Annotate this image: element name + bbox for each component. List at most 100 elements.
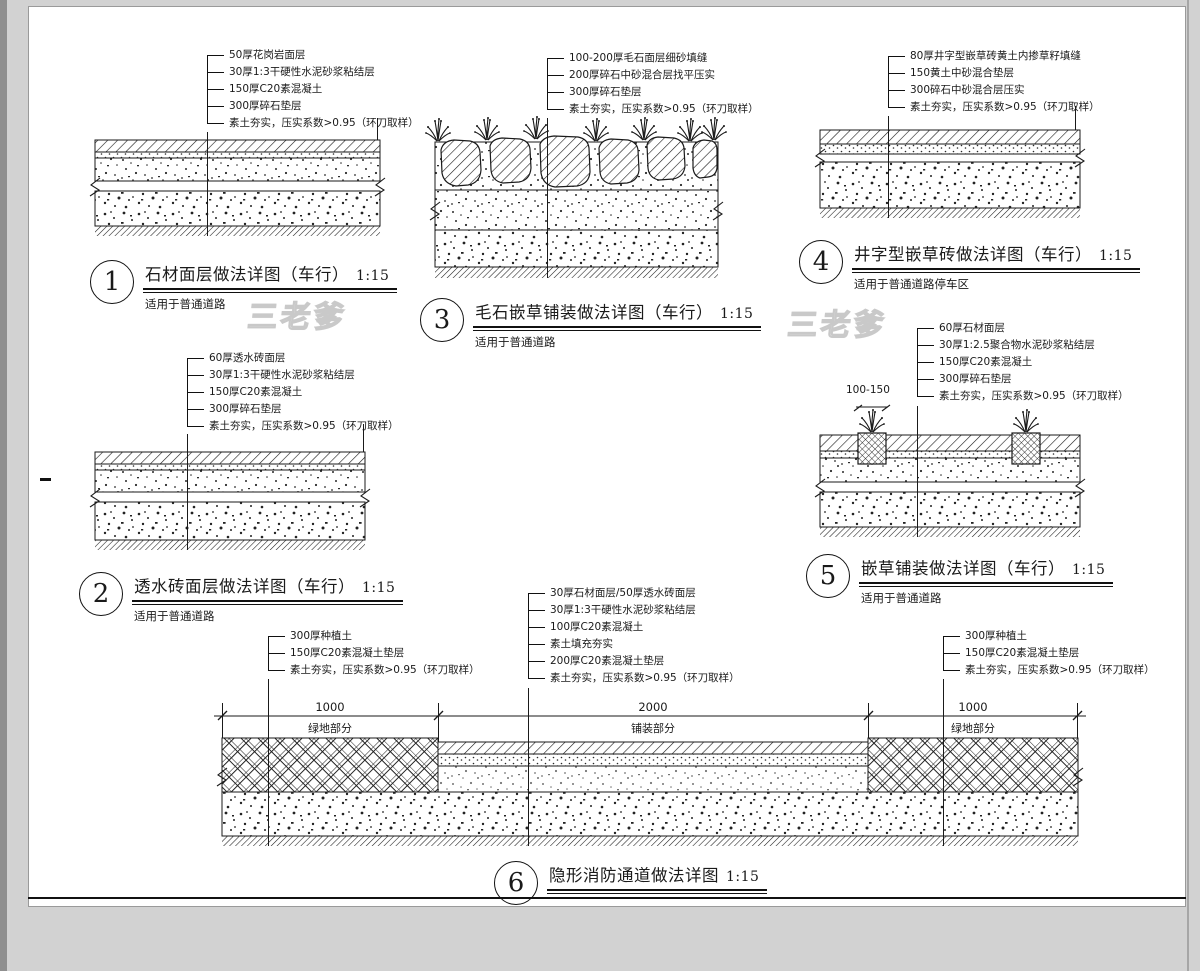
callout-text: 30厚1:3干硬性水泥砂浆粘结层 [229,66,375,78]
title-underline [143,288,398,293]
callout-list-detail-1: 50厚花岗岩面层 30厚1:3干硬性水泥砂浆粘结层 150厚C20素混凝土 300厚碎… [207,47,419,132]
title-underline [547,889,768,894]
detail-title-4: 4 井字型嵌草砖做法详图（车行）1:15 适用于普通道路停车区 [799,240,1141,292]
callout-row: 30厚1:2.5聚合物水泥砂浆粘结层 [917,337,1129,354]
detail-number-bubble: 5 [806,554,850,598]
detail-2-section [89,424,371,550]
title-subtitle: 适用于普通道路 [145,297,226,311]
callout-text: 300厚碎石垫层 [569,86,642,98]
callout-row: 素土夯实，压实系数>0.95（环刀取样） [207,115,419,132]
callout-list-detail-4: 80厚井字型嵌草砖黄土内掺草籽填缝 150黄土中砂混合垫层 300碎石中砂混合层压实… [888,48,1100,116]
callout-text: 300厚碎石垫层 [209,403,282,415]
title-text: 隐形消防通道做法详图 [549,866,719,885]
callout-text: 300碎石中砂混合层压实 [910,84,1025,96]
title-underline [852,268,1141,273]
detail-title-2: 2 透水砖面层做法详图（车行）1:15 适用于普通道路 [79,572,404,624]
detail-1-section [89,118,386,236]
callout-row: 150厚C20素混凝土垫层 [943,645,1155,662]
callout-text: 30厚石材面层/50厚透水砖面层 [550,587,696,599]
detail-4-section [814,106,1086,218]
callout-text: 300厚种植土 [965,630,1028,642]
callout-text: 50厚花岗岩面层 [229,49,306,61]
callout-row: 150厚C20素混凝土 [187,384,399,401]
title-underline [132,600,404,605]
detail-title-1: 1 石材面层做法详图（车行）1:15 适用于普通道路 [90,260,398,312]
callout-row: 300厚碎石垫层 [917,371,1129,388]
callout-row: 150厚C20素混凝土 [917,354,1129,371]
title-underline [859,582,1114,587]
callout-text: 150厚C20素混凝土 [209,386,303,398]
callout-row: 300厚种植土 [268,628,480,645]
detail-title-5: 5 嵌草铺装做法详图（车行）1:15 适用于普通道路 [806,554,1114,606]
callout-text: 300厚碎石垫层 [229,100,302,112]
callout-row: 300碎石中砂混合层压实 [888,82,1100,99]
callout-text: 300厚碎石垫层 [939,373,1012,385]
callout-list-detail-6-right: 300厚种植土 150厚C20素混凝土垫层素土夯实，压实系数>0.95（环刀取样） [943,628,1155,679]
callout-list-detail-2: 60厚透水砖面层 30厚1:3干硬性水泥砂浆粘结层 150厚C20素混凝土 300厚碎… [187,350,399,435]
title-scale: 1:15 [362,580,396,596]
callout-text: 60厚透水砖面层 [209,352,286,364]
callout-text: 200厚C20素混凝土垫层 [550,655,665,667]
watermark: 三老爹 [245,299,349,335]
callout-text: 300厚种植土 [290,630,353,642]
detail-number-bubble: 1 [90,260,134,304]
title-subtitle: 适用于普通道路 [861,591,942,605]
title-scale: 1:15 [1099,248,1133,264]
zone-label-green-left: 绿地部分 [308,722,352,735]
callout-text: 素土夯实，压实系数>0.95（环刀取样） [910,101,1100,113]
dimension-1000-right: 1000 [958,700,988,714]
callout-row: 100厚C20素混凝土 [528,619,740,636]
detail-number-bubble: 3 [420,298,464,342]
zone-label-paving: 铺装部分 [631,722,675,735]
title-subtitle: 适用于普通道路 [475,335,556,349]
zone-label-green-right: 绿地部分 [951,722,995,735]
detail-number-bubble: 4 [799,240,843,284]
callout-text: 素土夯实，压实系数>0.95（环刀取样） [290,664,480,676]
watermark: 三老爹 [785,307,889,343]
sheet-border-line [28,897,1186,899]
callout-text: 30厚1:3干硬性水泥砂浆粘结层 [550,604,696,616]
callout-row: 素土夯实，压实系数>0.95（环刀取样） [528,670,740,687]
callout-text: 200厚碎石中砂混合层找平压实 [569,69,716,81]
callout-text: 150黄土中砂混合垫层 [910,67,1015,79]
callout-text: 素土夯实，压实系数>0.95（环刀取样） [229,117,419,129]
detail-number-bubble: 6 [494,861,538,905]
callout-text: 80厚井字型嵌草砖黄土内掺草籽填缝 [910,50,1081,62]
callout-row: 150厚C20素混凝土垫层 [268,645,480,662]
callout-row: 30厚1:3干硬性水泥砂浆粘结层 [187,367,399,384]
callout-text: 100-200厚毛石面层细砂填缝 [569,52,708,64]
callout-text: 60厚石材面层 [939,322,1005,334]
dimension-1000-left: 1000 [315,700,345,714]
callout-text: 素土夯实，压实系数>0.95（环刀取样） [550,672,740,684]
title-scale: 1:15 [720,306,754,322]
detail-5-section [814,404,1086,537]
callout-row: 150厚C20素混凝土 [207,81,419,98]
title-subtitle: 适用于普通道路停车区 [854,277,969,291]
title-text: 嵌草铺装做法详图（车行） [861,559,1065,578]
callout-row: 150黄土中砂混合垫层 [888,65,1100,82]
callout-list-detail-6-center: 30厚石材面层/50厚透水砖面层 30厚1:3干硬性水泥砂浆粘结层 100厚C20素… [528,585,740,687]
callout-row: 60厚石材面层 [917,320,1129,337]
callout-text: 150厚C20素混凝土垫层 [290,647,405,659]
detail-number-bubble: 2 [79,572,123,616]
callout-row: 300厚碎石垫层 [187,401,399,418]
callout-row: 素土夯实，压实系数>0.95（环刀取样） [268,662,480,679]
title-text: 透水砖面层做法详图（车行） [134,577,355,596]
callout-text: 30厚1:2.5聚合物水泥砂浆粘结层 [939,339,1095,351]
callout-text: 素土夯实，压实系数>0.95（环刀取样） [939,390,1129,402]
callout-row: 素土夯实，压实系数>0.95（环刀取样） [943,662,1155,679]
callout-list-detail-5: 60厚石材面层 30厚1:2.5聚合物水泥砂浆粘结层 150厚C20素混凝土 300厚… [917,320,1129,405]
callout-row: 200厚碎石中砂混合层找平压实 [547,67,759,84]
viewport-right-edge [1187,0,1189,971]
margin-tick [40,478,51,481]
callout-row: 100-200厚毛石面层细砂填缝 [547,50,759,67]
pocket-dimension-label: 100-150 [846,384,890,396]
detail-6-section [214,679,1086,846]
callout-row: 素土夯实，压实系数>0.95（环刀取样） [187,418,399,435]
callout-row: 60厚透水砖面层 [187,350,399,367]
callout-text: 100厚C20素混凝土 [550,621,644,633]
callout-text: 素土夯实，压实系数>0.95（环刀取样） [965,664,1155,676]
detail-3-section [424,115,728,278]
